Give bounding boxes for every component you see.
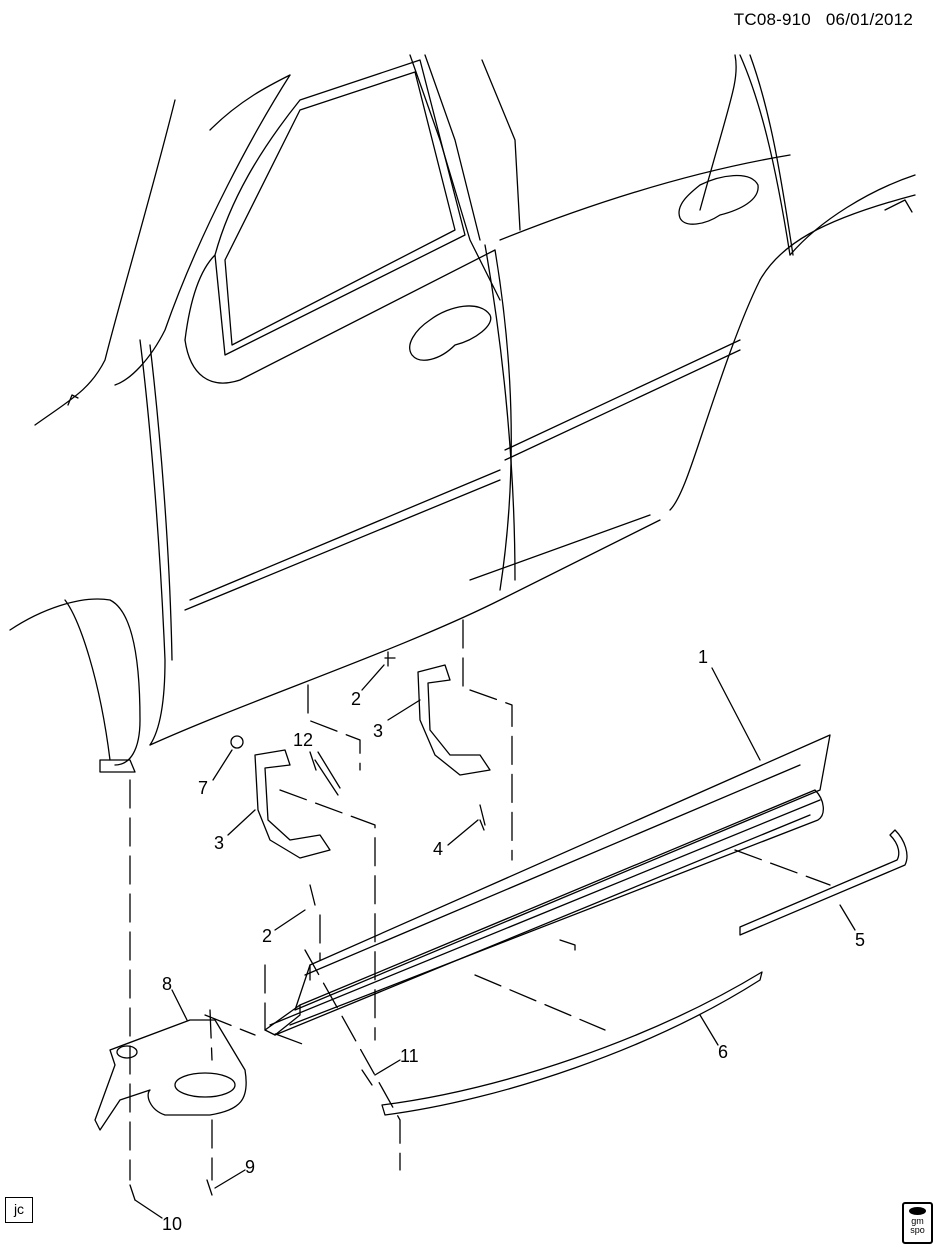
callout-12: 12 (293, 730, 314, 750)
callout-7: 7 (198, 778, 209, 798)
gm-spo-logo: gm spo (902, 1202, 933, 1244)
logo-mark-icon (909, 1207, 926, 1215)
callout-1: 1 (698, 647, 709, 667)
fasteners (129, 651, 486, 1201)
diagram-code: TC08-910 (733, 10, 811, 29)
logo-text-spo: spo (910, 1225, 925, 1235)
callout-11: 11 (400, 1046, 419, 1066)
vehicle-body (9, 54, 916, 773)
callout-leaders (134, 664, 856, 1219)
end-cap (94, 1019, 247, 1131)
callout-3-right: 3 (373, 721, 384, 741)
callout-2-upper: 2 (351, 689, 362, 709)
author-initials-box: jc (5, 1197, 33, 1223)
diagram-date: 06/01/2012 (825, 10, 913, 29)
callout-3-left: 3 (214, 833, 225, 853)
running-board (264, 734, 831, 1036)
callout-9: 9 (245, 1157, 256, 1177)
diagram-header: TC08-910 06/01/2012 (734, 10, 913, 30)
rear-trim-strip (739, 829, 908, 936)
alignment-leaders (129, 619, 831, 1181)
callout-4: 4 (433, 839, 444, 859)
lower-trim-molding (381, 971, 763, 1116)
callout-2-lower: 2 (262, 926, 273, 946)
callout-5: 5 (855, 930, 866, 950)
logo-text-gm: gm (911, 1216, 924, 1226)
callout-8: 8 (162, 974, 173, 994)
support-brackets (254, 664, 491, 859)
callout-10: 10 (162, 1214, 183, 1234)
callout-6: 6 (718, 1042, 729, 1062)
